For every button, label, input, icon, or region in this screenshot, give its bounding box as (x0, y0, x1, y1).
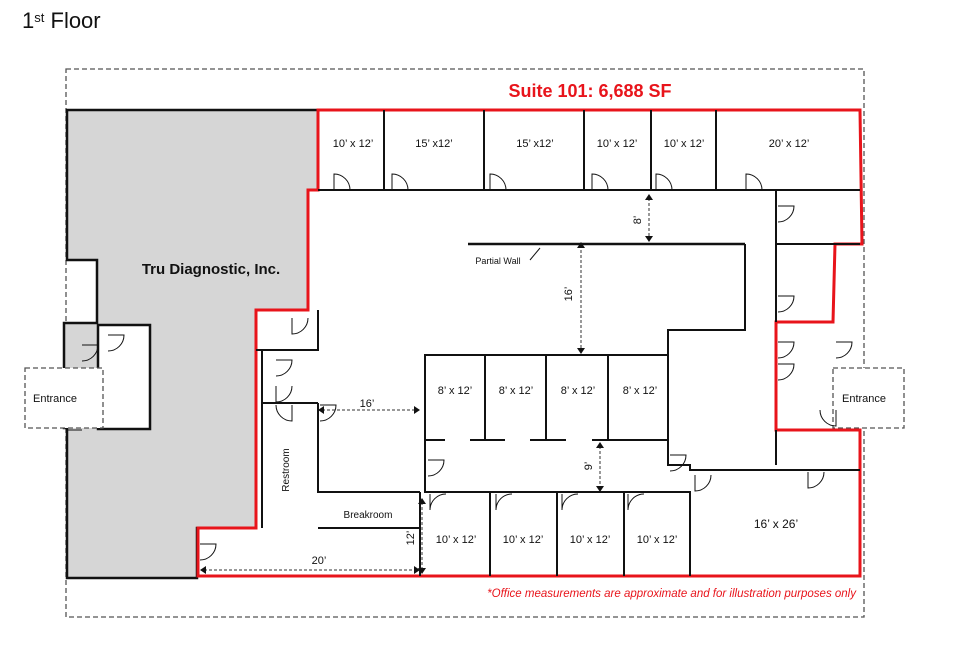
entrance-right (832, 367, 905, 429)
entrance-left-label: Entrance (33, 393, 77, 405)
entrance-left (24, 367, 104, 429)
office-label: 10’ x 12’ (637, 534, 678, 546)
office-label: 15’ x12’ (516, 138, 554, 150)
dimension-label: 16’ (360, 398, 375, 410)
large-office-label: 16’ x 26’ (754, 517, 798, 531)
breakroom-label: Breakroom (344, 510, 393, 521)
dimension-label: 20’ (312, 555, 327, 567)
office-label: 8’ x 12’ (623, 385, 657, 397)
office-label: 10’ x 12’ (664, 138, 705, 150)
office-label: 20’ x 12’ (769, 138, 810, 150)
dimension-label: 12’ (405, 531, 417, 546)
tenant-label: Tru Diagnostic, Inc. (142, 261, 280, 278)
dimension-arrows (200, 194, 653, 574)
disclaimer: *Office measurements are approximate and… (487, 588, 857, 600)
office-label: 10’ x 12’ (570, 534, 611, 546)
dimension-lines (204, 198, 650, 571)
office-label: 10’ x 12’ (503, 534, 544, 546)
door-swings (66, 173, 853, 561)
office-label: 10’ x 12’ (597, 138, 638, 150)
dimension-label: 9’ (583, 462, 595, 471)
suite-label: Suite 101: 6,688 SF (508, 81, 671, 101)
tenant-vestibule (96, 323, 152, 431)
office-label: 8’ x 12’ (499, 385, 533, 397)
dimension-label: 16’ (563, 287, 575, 302)
entrance-right-label: Entrance (842, 393, 886, 405)
office-label: 10’ x 12’ (436, 534, 477, 546)
partial-wall-label: Partial Wall (475, 256, 520, 266)
floor-title: 1st Floor (22, 8, 101, 33)
office-label: 8’ x 12’ (561, 385, 595, 397)
office-label: 15’ x12’ (415, 138, 453, 150)
office-label: 10’ x 12’ (333, 138, 374, 150)
partial-wall-leader (529, 247, 541, 261)
office-label: 8’ x 12’ (438, 385, 472, 397)
restroom-label: Restroom (281, 448, 292, 491)
dimension-label: 8’ (632, 216, 644, 225)
